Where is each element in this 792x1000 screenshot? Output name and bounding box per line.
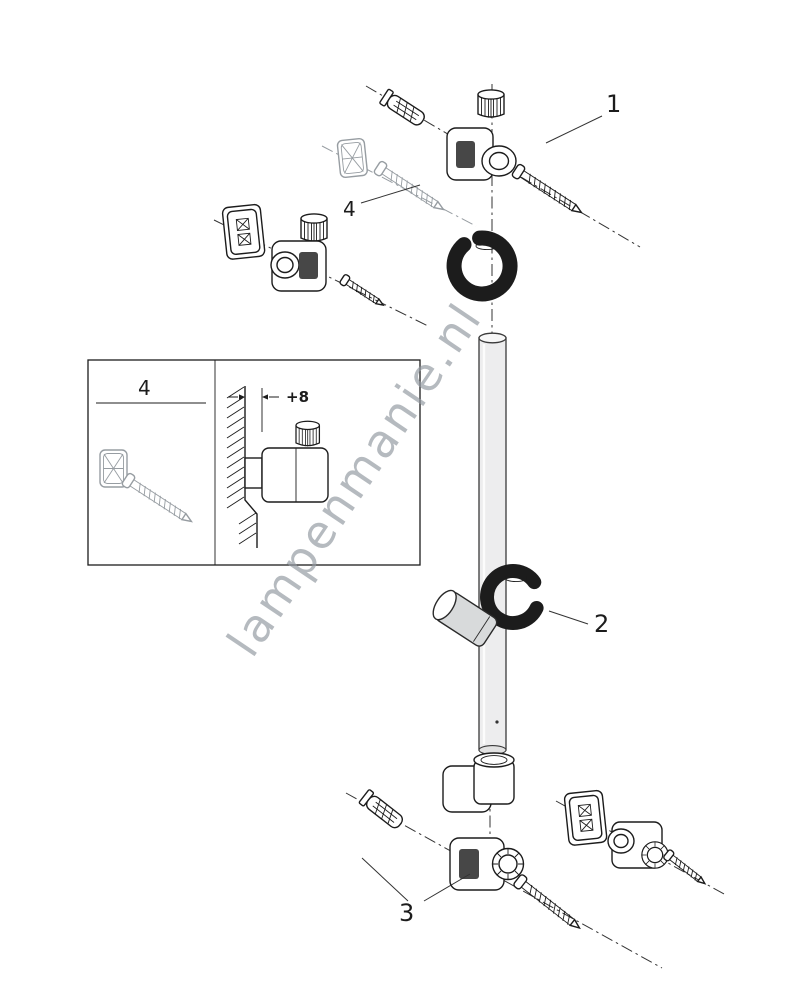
wall-bracket-assembly-left — [221, 203, 387, 311]
wall-plate-icon — [563, 789, 608, 847]
leader-part-1 — [545, 115, 603, 144]
rail-end-bracket — [442, 752, 515, 813]
label-part-1: 1 — [606, 90, 621, 118]
glide-bracket-right — [607, 821, 669, 869]
inset-wall-section — [226, 386, 258, 548]
mounting-screw-long-icon — [510, 162, 587, 220]
inset-title: 4 — [138, 376, 151, 400]
mounting-screw-short-icon — [662, 848, 709, 889]
knurled-knob-icon — [491, 847, 525, 881]
callout-labels: 1 2 3 4 — [343, 90, 621, 927]
slider-grip — [432, 589, 498, 647]
mounting-screw-short-icon — [338, 273, 387, 311]
wall-plug-front-icon — [336, 137, 369, 179]
shower-rail — [478, 332, 507, 755]
slider-hook — [480, 564, 544, 631]
wall-plug-icon — [378, 88, 428, 129]
wall-plug-icon — [358, 788, 407, 832]
glide-bracket-left — [270, 240, 327, 292]
inset-dimension: +8 — [228, 388, 309, 432]
label-part-3: 3 — [399, 899, 414, 927]
inset-detail-box: +8 4 — [87, 359, 421, 566]
mounting-screw-long-icon — [512, 873, 585, 935]
knurled-cap-icon — [295, 420, 321, 447]
wall-plate-icon — [221, 203, 266, 261]
dimension-label: +8 — [286, 388, 309, 406]
label-part-2: 2 — [594, 610, 609, 638]
glide-bracket-top — [446, 127, 517, 181]
leader-part-3 — [361, 857, 471, 902]
wall-bracket-assembly-top — [378, 88, 587, 302]
wall-bracket-assembly-bottom — [358, 752, 709, 935]
rail-slider — [432, 564, 544, 647]
knurled-cap-icon — [477, 89, 505, 119]
inset-bracket-side — [244, 420, 329, 503]
label-part-4: 4 — [343, 197, 356, 221]
knurled-cap-icon — [300, 213, 328, 243]
glide-bracket-bottom — [449, 837, 525, 891]
leader-part-4 — [360, 184, 421, 204]
wall-holder-hook — [446, 230, 518, 302]
leader-part-2 — [548, 610, 589, 625]
